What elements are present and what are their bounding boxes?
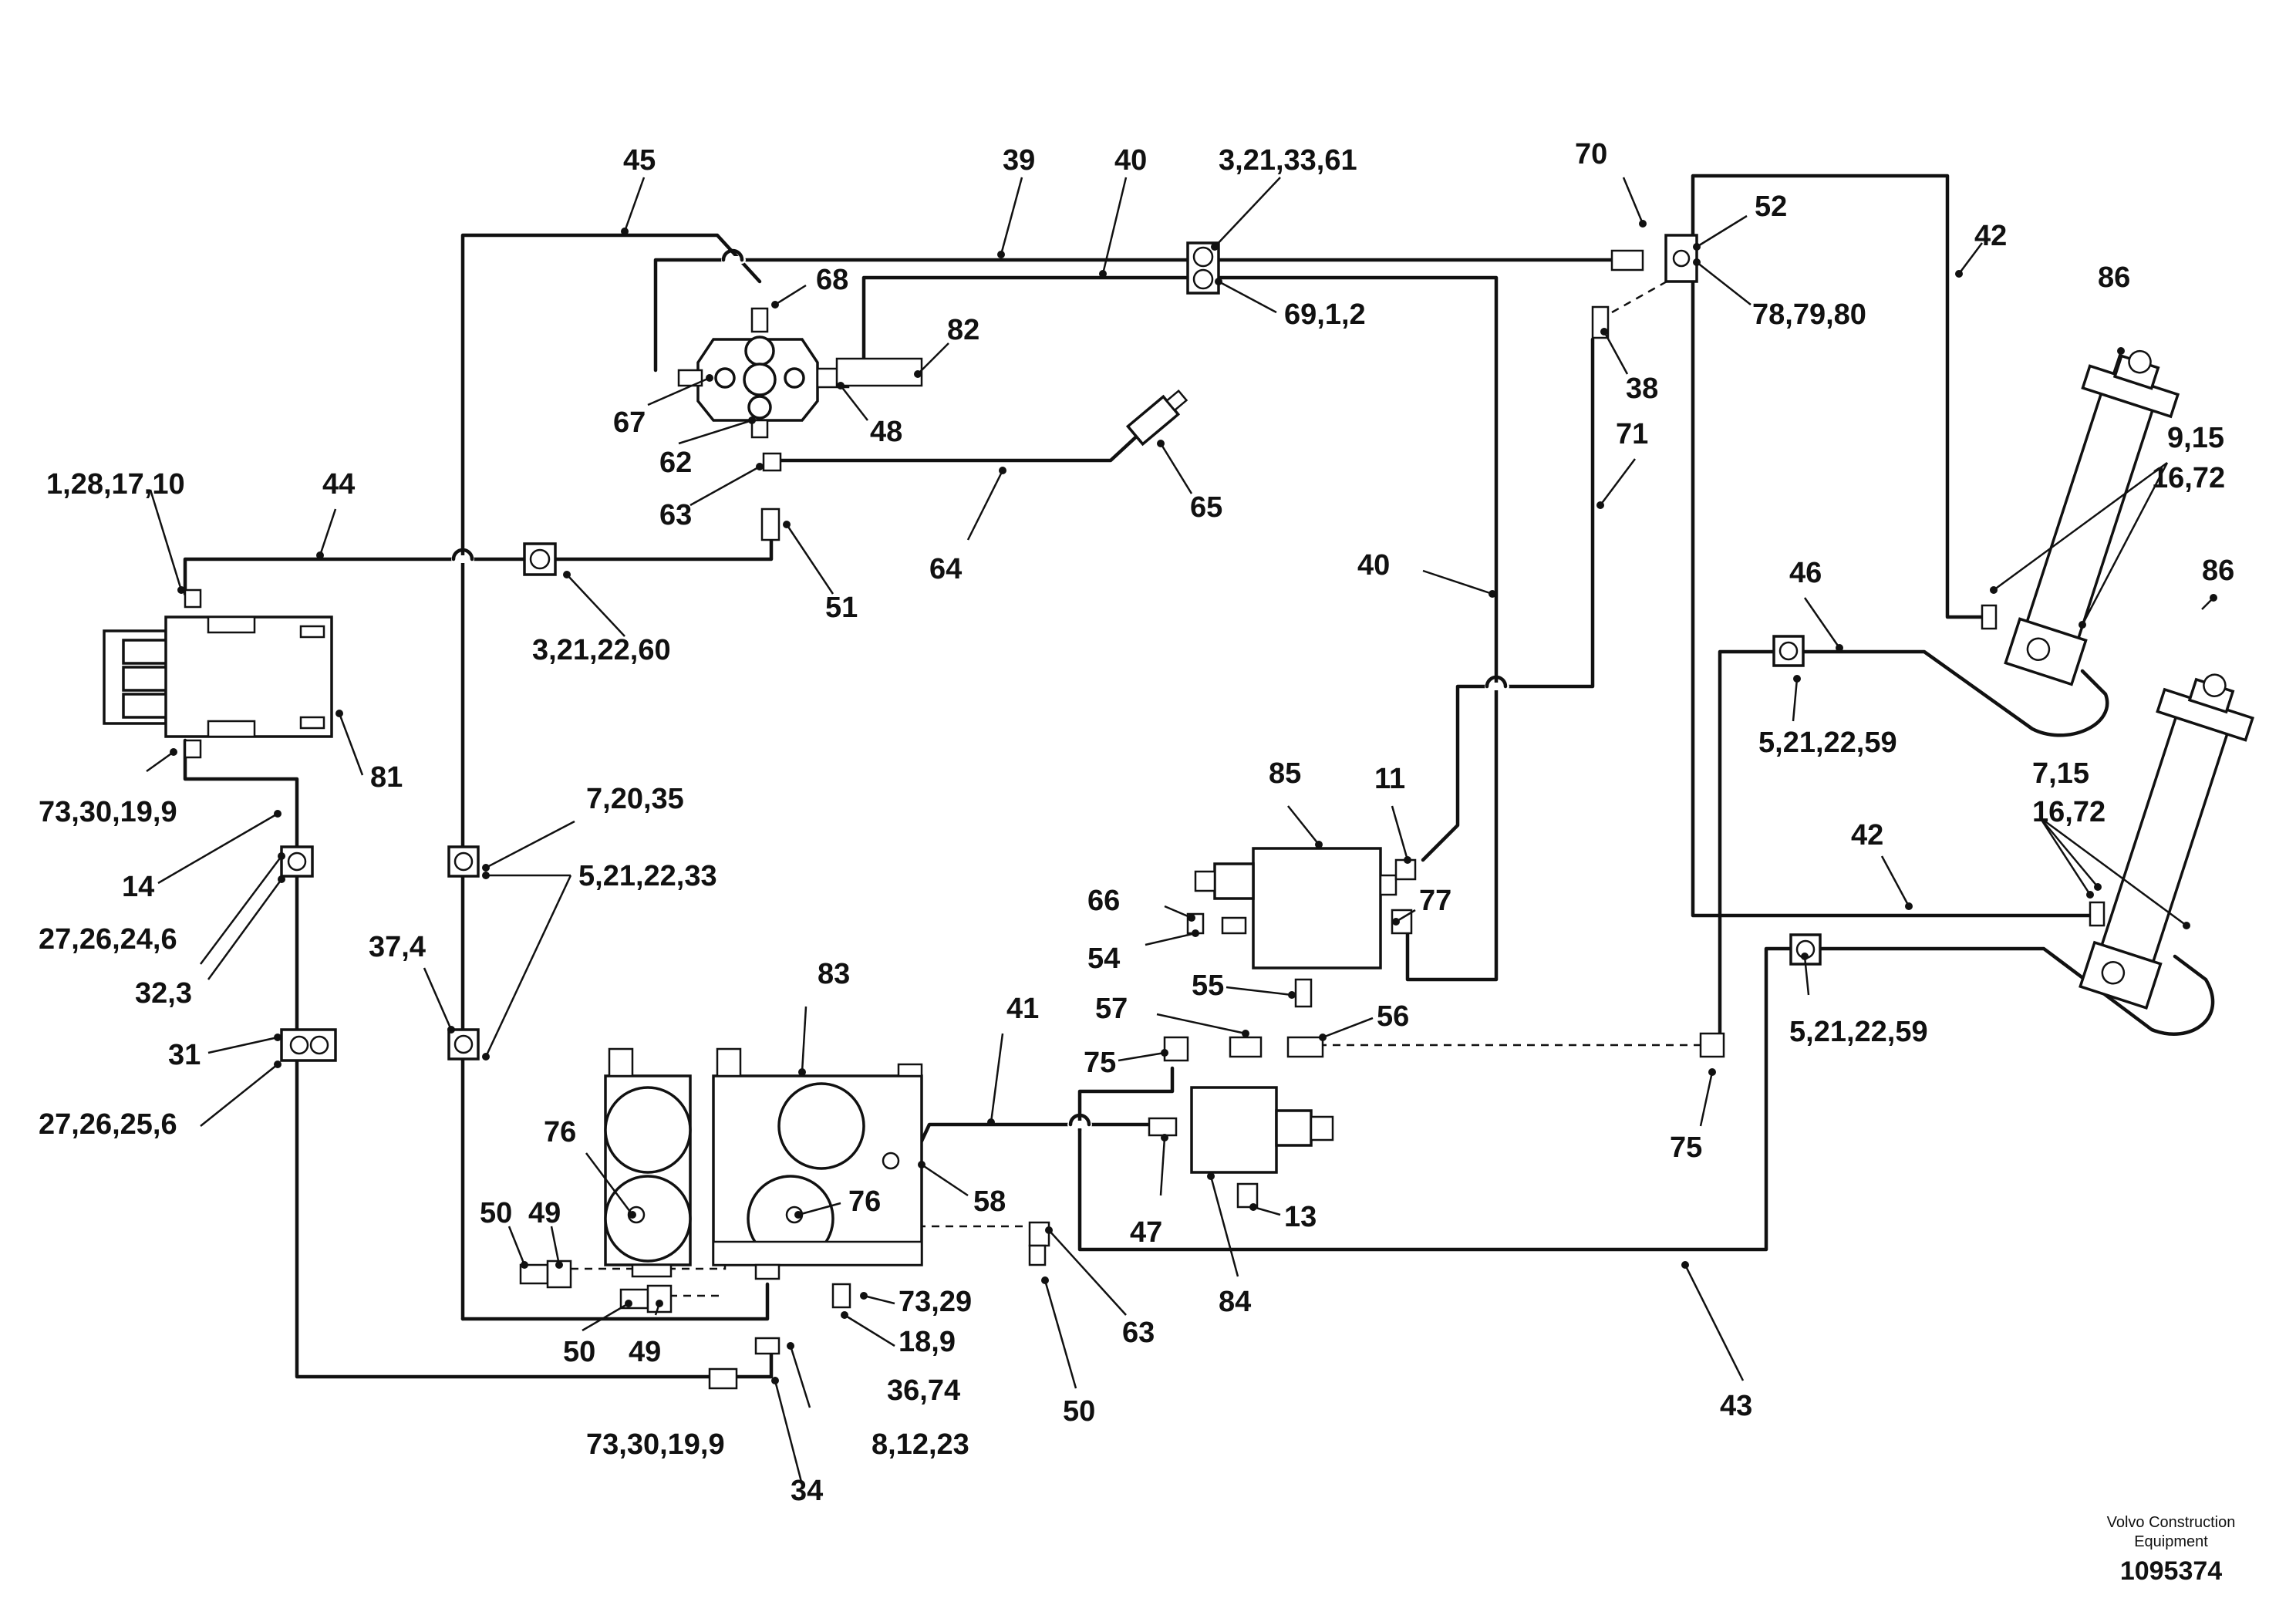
callout-9-15: 9,15 <box>2167 422 2224 454</box>
callout-47: 47 <box>1130 1216 1162 1249</box>
callout-14: 14 <box>122 871 154 903</box>
callout-45: 45 <box>623 144 656 177</box>
callout-66: 66 <box>1087 885 1120 917</box>
callout-11: 11 <box>1374 763 1405 795</box>
callout-3-21-33-61: 3,21,33,61 <box>1219 144 1357 177</box>
callout-38: 38 <box>1626 373 1658 405</box>
callout-32-3: 32,3 <box>135 977 192 1010</box>
cylinder-ports <box>1981 604 2106 927</box>
callout-63-top: 63 <box>659 499 692 531</box>
callout-57: 57 <box>1095 993 1128 1025</box>
callout-73-30-19-9-bottom: 73,30,19,9 <box>586 1428 725 1461</box>
callout-50-b: 50 <box>563 1336 595 1368</box>
callout-1-28-17-10: 1,28,17,10 <box>46 468 185 501</box>
component-81 <box>103 615 333 738</box>
callout-5-21-22-59-lower: 5,21,22,59 <box>1789 1016 1928 1048</box>
callout-55: 55 <box>1192 969 1224 1002</box>
callout-63-bottom: 63 <box>1122 1317 1155 1349</box>
callout-48: 48 <box>870 416 902 448</box>
component-65 <box>762 389 1188 472</box>
component-85 <box>1186 847 1417 969</box>
callout-73-30-19-9-left: 73,30,19,9 <box>39 796 177 828</box>
callout-16-72-upper: 16,72 <box>2152 462 2225 494</box>
callout-76-right: 76 <box>848 1185 881 1218</box>
callout-51: 51 <box>825 592 858 624</box>
callout-70: 70 <box>1575 138 1607 170</box>
clamp-blocks <box>280 241 1822 1062</box>
callout-5-21-22-59-upper: 5,21,22,59 <box>1758 727 1897 759</box>
callout-42-lower: 42 <box>1851 819 1883 851</box>
brand-line-2: Equipment <box>2134 1533 2208 1550</box>
callout-75-left: 75 <box>1084 1047 1116 1079</box>
callout-46: 46 <box>1789 557 1822 589</box>
callout-56: 56 <box>1377 1000 1409 1033</box>
callout-54: 54 <box>1087 943 1120 975</box>
callout-27-26-24-6: 27,26,24,6 <box>39 923 177 956</box>
callout-68: 68 <box>816 264 848 296</box>
callout-labels: 45 39 40 3,21,33,61 70 52 42 86 68 82 69… <box>39 138 2234 1507</box>
component-51 <box>760 508 781 541</box>
callout-64: 64 <box>929 553 962 585</box>
callout-82: 82 <box>947 314 979 346</box>
callout-34: 34 <box>791 1475 823 1507</box>
callout-76-left: 76 <box>544 1116 576 1148</box>
callout-5-21-22-33: 5,21,22,33 <box>578 860 717 892</box>
callout-86-upper: 86 <box>2098 261 2130 294</box>
callout-65: 65 <box>1190 491 1222 524</box>
component-83 <box>604 1047 923 1280</box>
callout-13: 13 <box>1284 1201 1317 1233</box>
callout-85: 85 <box>1269 757 1301 790</box>
callout-75-right: 75 <box>1670 1131 1702 1164</box>
callout-31: 31 <box>168 1039 201 1071</box>
callout-36-74: 36,74 <box>887 1374 960 1407</box>
callout-62: 62 <box>659 447 692 479</box>
callout-50-a: 50 <box>480 1197 512 1229</box>
callout-40-mid: 40 <box>1357 549 1390 582</box>
valve-bank <box>677 307 923 439</box>
cylinder-86-upper <box>2004 349 2180 686</box>
line-crossings <box>451 248 1509 1128</box>
callout-71: 71 <box>1616 418 1648 450</box>
brand-block: Volvo Construction Equipment 1095374 <box>2107 1514 2236 1586</box>
callout-81: 81 <box>370 761 403 794</box>
fittings-55-57 <box>1163 978 1725 1062</box>
callout-83: 83 <box>818 958 850 990</box>
callout-37-4: 37,4 <box>369 931 426 963</box>
callout-44: 44 <box>322 468 355 501</box>
callout-18-9: 18,9 <box>899 1326 956 1358</box>
callout-40: 40 <box>1114 144 1147 177</box>
component-84 <box>1148 1086 1334 1209</box>
callout-73-29: 73,29 <box>899 1286 972 1318</box>
brand-line-1: Volvo Construction <box>2107 1514 2236 1531</box>
callout-84: 84 <box>1219 1286 1251 1318</box>
callout-77: 77 <box>1419 885 1451 917</box>
callout-49-b: 49 <box>629 1336 661 1368</box>
callout-41: 41 <box>1006 993 1039 1025</box>
callout-39: 39 <box>1003 144 1035 177</box>
callout-78-79-80: 78,79,80 <box>1752 298 1866 331</box>
callout-42-upper: 42 <box>1974 220 2007 252</box>
callout-43: 43 <box>1720 1390 1752 1422</box>
document-number: 1095374 <box>2120 1556 2222 1586</box>
callout-86-lower: 86 <box>2202 555 2234 587</box>
component-52 <box>1591 234 1698 339</box>
callout-69-1-2: 69,1,2 <box>1284 298 1366 331</box>
callout-16-72-lower: 16,72 <box>2032 796 2106 828</box>
callout-50-c: 50 <box>1063 1395 1095 1428</box>
callout-7-20-35: 7,20,35 <box>586 783 684 815</box>
callout-49-a: 49 <box>528 1197 561 1229</box>
callout-67: 67 <box>613 406 646 439</box>
leader-lines <box>146 177 2217 1485</box>
callout-3-21-22-60: 3,21,22,60 <box>532 634 671 666</box>
callout-58: 58 <box>973 1185 1006 1218</box>
cylinder-86-lower <box>2079 673 2254 1010</box>
callout-27-26-25-6: 27,26,25,6 <box>39 1108 177 1141</box>
callout-8-12-23: 8,12,23 <box>872 1428 969 1461</box>
callout-52: 52 <box>1755 191 1787 223</box>
callout-7-15: 7,15 <box>2032 757 2089 790</box>
